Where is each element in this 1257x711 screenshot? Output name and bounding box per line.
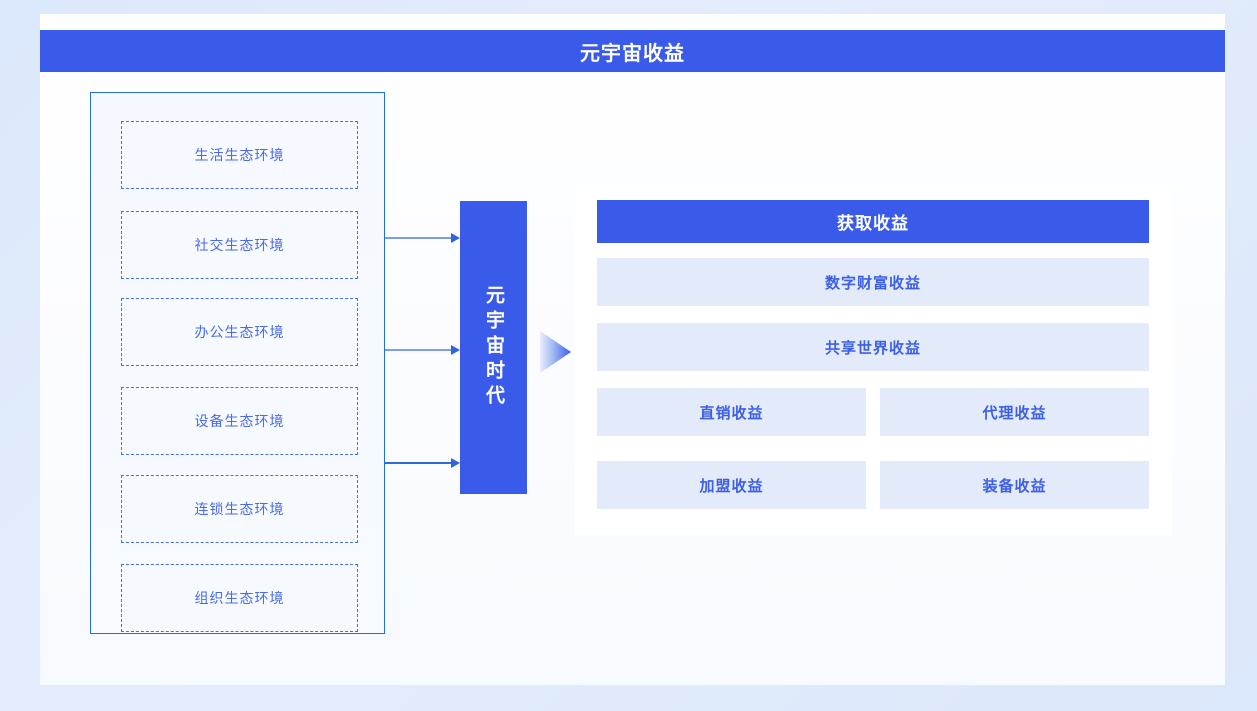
connector-arrowhead-2-icon [451, 345, 460, 355]
revenue-cell-equipment[interactable]: 装备收益 [880, 461, 1149, 509]
eco-box-4[interactable]: 设备生态环境 [121, 387, 358, 455]
eco-label-4: 设备生态环境 [194, 413, 285, 429]
eco-box-1[interactable]: 生活生态环境 [121, 121, 358, 189]
page-title: 元宇宙收益 [580, 42, 685, 65]
era-label: 元宇宙时代 [483, 285, 504, 410]
revenue-row-shared-world[interactable]: 共享世界收益 [597, 323, 1149, 371]
revenue-header-label: 获取收益 [837, 214, 909, 233]
eco-box-5[interactable]: 连锁生态环境 [121, 475, 358, 543]
revenue-row-label-1: 数字财富收益 [824, 274, 921, 292]
header-bar: 元宇宙收益 [40, 30, 1225, 72]
revenue-row-label-2: 共享世界收益 [824, 339, 921, 357]
eco-box-2[interactable]: 社交生态环境 [121, 211, 358, 279]
revenue-cell-label-4: 装备收益 [982, 477, 1047, 495]
connector-arrowhead-3-icon [451, 458, 460, 468]
era-block[interactable]: 元宇宙时代 [460, 201, 527, 494]
revenue-cell-label-3: 加盟收益 [699, 477, 764, 495]
revenue-cell-direct-sales[interactable]: 直销收益 [597, 388, 866, 436]
triangle-arrow-icon [540, 331, 571, 373]
connector-line-2 [385, 349, 453, 351]
connector-arrowhead-1-icon [451, 233, 460, 243]
connector-line-1 [385, 237, 453, 239]
revenue-cell-agency[interactable]: 代理收益 [880, 388, 1149, 436]
eco-label-3: 办公生态环境 [194, 324, 285, 340]
eco-label-6: 组织生态环境 [194, 590, 285, 606]
eco-box-6[interactable]: 组织生态环境 [121, 564, 358, 632]
eco-label-2: 社交生态环境 [194, 237, 285, 253]
eco-label-5: 连锁生态环境 [194, 501, 285, 517]
revenue-cell-franchise[interactable]: 加盟收益 [597, 461, 866, 509]
revenue-cell-label-1: 直销收益 [699, 404, 764, 422]
eco-box-3[interactable]: 办公生态环境 [121, 298, 358, 366]
revenue-row-digital-wealth[interactable]: 数字财富收益 [597, 258, 1149, 306]
revenue-panel: 获取收益 数字财富收益 共享世界收益 直销收益 代理收益 加盟收益 装备收益 [575, 184, 1172, 535]
eco-label-1: 生活生态环境 [194, 147, 285, 163]
revenue-header[interactable]: 获取收益 [597, 200, 1149, 243]
ecosystem-container: 生活生态环境 社交生态环境 办公生态环境 设备生态环境 连锁生态环境 组织生态环… [90, 92, 385, 634]
connector-line-3 [385, 462, 453, 464]
revenue-cell-label-2: 代理收益 [982, 404, 1047, 422]
